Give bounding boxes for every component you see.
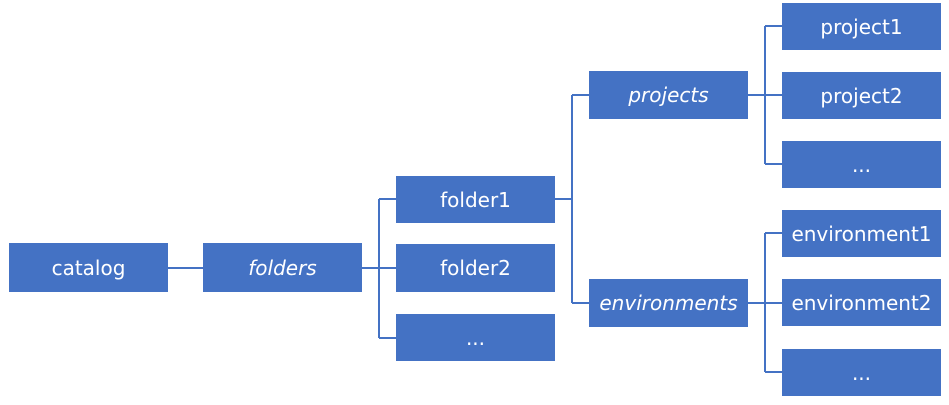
catalog-label: catalog [51, 255, 126, 280]
project-more-node: ... [782, 141, 941, 188]
environment1-label: environment1 [791, 221, 932, 246]
folders-label: folders [248, 255, 317, 280]
project1-label: project1 [820, 14, 903, 39]
environments-label: environments [599, 291, 738, 315]
projects-node: projects [589, 71, 748, 119]
environment2-label: environment2 [791, 290, 932, 315]
folder-more-label: ... [465, 325, 486, 350]
project2-node: project2 [782, 72, 941, 119]
catalog-node: catalog [9, 243, 168, 292]
folders-node: folders [203, 243, 362, 292]
folder2-node: folder2 [396, 244, 555, 292]
folder1-label: folder1 [440, 187, 511, 212]
project2-label: project2 [820, 83, 903, 108]
folder1-node: folder1 [396, 176, 555, 223]
projects-label: projects [628, 83, 709, 107]
folder-more-node: ... [396, 314, 555, 361]
folder2-label: folder2 [440, 256, 511, 280]
environment1-node: environment1 [782, 210, 941, 257]
environment-more-label: ... [851, 360, 872, 385]
environment-more-node: ... [782, 349, 941, 396]
environment2-node: environment2 [782, 279, 941, 326]
project-more-label: ... [851, 152, 872, 177]
environments-node: environments [589, 279, 748, 327]
project1-node: project1 [782, 3, 941, 50]
